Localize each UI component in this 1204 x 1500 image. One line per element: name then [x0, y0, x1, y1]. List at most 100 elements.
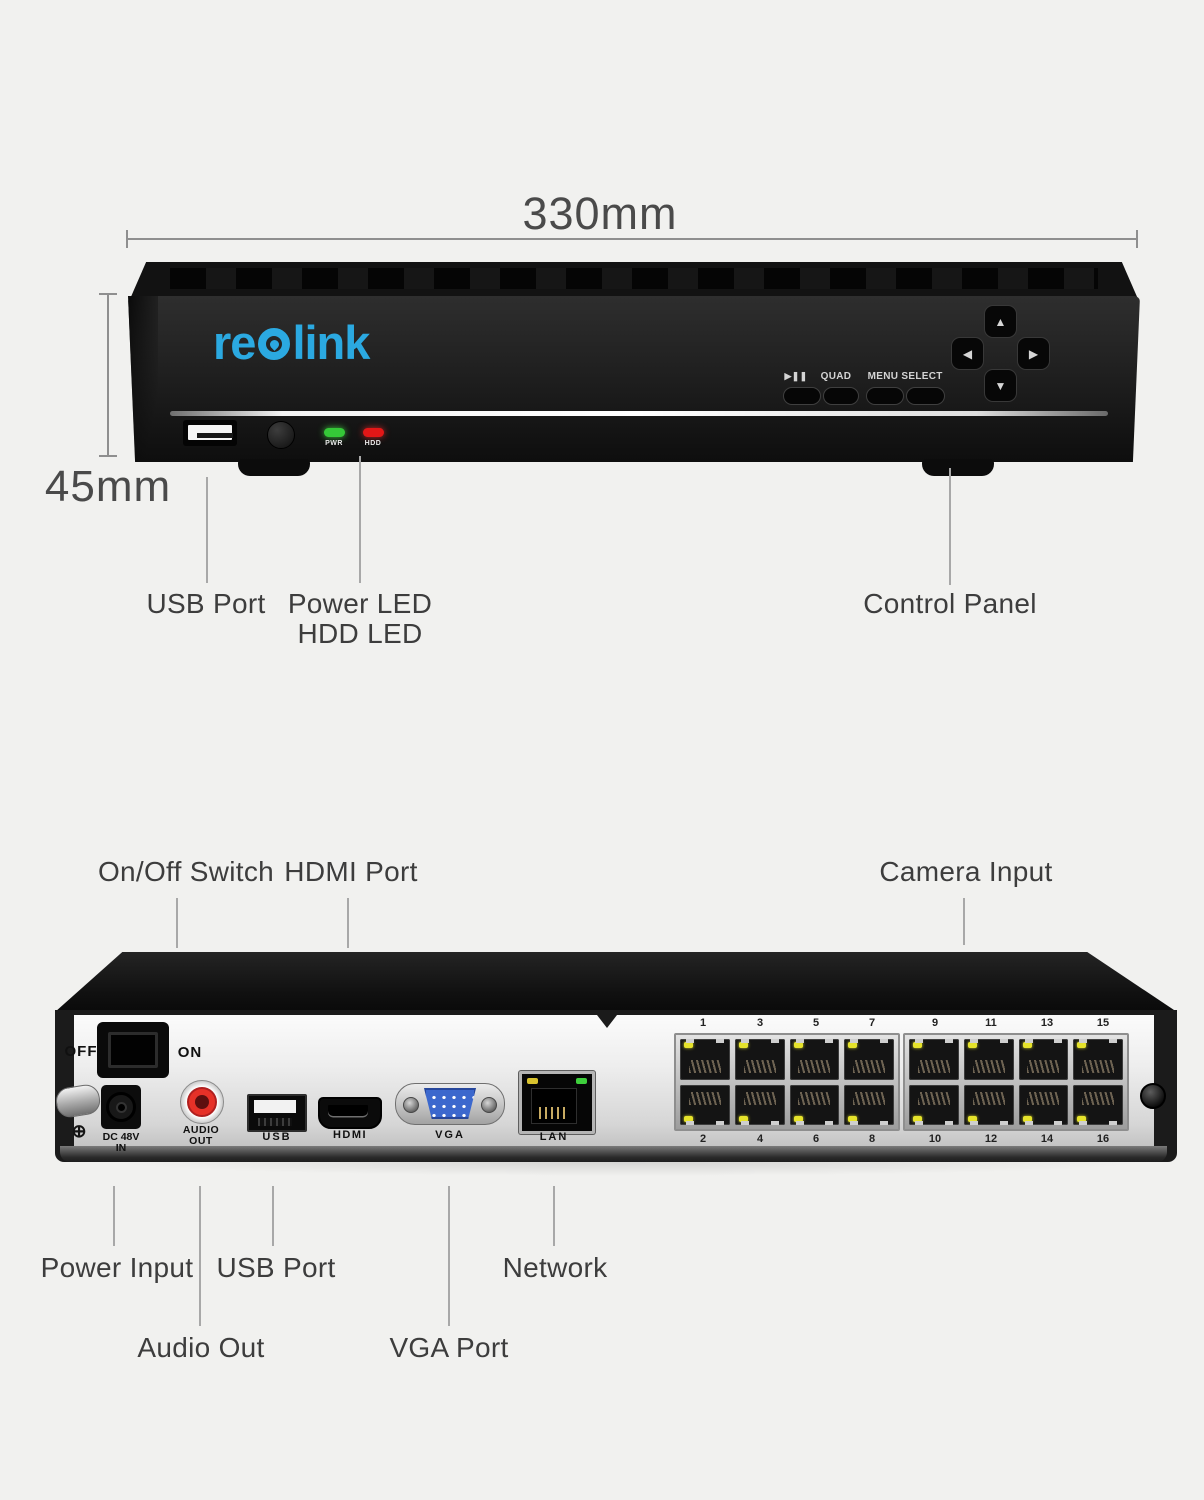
height-dimension-tick-top	[99, 293, 117, 295]
on-off-leader-line	[176, 898, 178, 948]
play-pause-icon: ▶❚❚	[784, 371, 808, 381]
front-usb-tongue	[188, 425, 233, 440]
down-arrow-icon: ▼	[994, 378, 1007, 393]
ground-icon: ⊕	[71, 1121, 87, 1141]
camera-port-15	[1073, 1039, 1123, 1080]
quad-button-label: QUAD	[820, 371, 852, 382]
camera-input-block-2	[903, 1033, 1129, 1131]
camera-port-1	[680, 1039, 730, 1080]
hdmi-leader-line	[347, 898, 349, 948]
logo-text-prefix: re	[213, 315, 256, 369]
left-arrow-icon: ◀	[962, 346, 973, 361]
usb-port-label: USB	[262, 1131, 292, 1143]
control-panel-callout: Control Panel	[863, 588, 1037, 619]
height-dimension-line	[107, 294, 109, 456]
reolink-pin-icon	[258, 328, 291, 360]
hdd-led-label: HDD	[364, 440, 382, 447]
front-usb-port-callout: USB Port	[146, 588, 266, 619]
camera-port-2	[680, 1084, 730, 1125]
select-button-label: SELECT	[901, 371, 943, 382]
camera-input-block-1	[674, 1033, 900, 1131]
off-label: OFF	[64, 1043, 98, 1060]
camera-port-8	[844, 1084, 894, 1125]
vga-leader-line	[448, 1186, 450, 1326]
port-number: 1	[699, 1017, 707, 1029]
camera-input-callout: Camera Input	[879, 856, 1053, 887]
lan-yellow-led	[527, 1078, 538, 1084]
vga-connector	[424, 1088, 476, 1119]
nvr-front-foot-left	[238, 459, 310, 476]
port-number: 4	[756, 1133, 764, 1145]
up-arrow-icon: ▲	[994, 314, 1007, 329]
width-dimension-tick-left	[126, 230, 128, 248]
hdmi-port-label: HDMI	[332, 1129, 368, 1141]
front-silver-stripe	[170, 411, 1108, 416]
network-callout: Network	[502, 1252, 608, 1283]
audio-label-line1: AUDIO	[182, 1124, 220, 1136]
front-usb-port	[183, 420, 237, 446]
lan-port	[519, 1071, 595, 1134]
vga-port-label: VGA	[435, 1129, 465, 1141]
control-panel-leader-line	[949, 468, 951, 585]
port-number: 12	[984, 1133, 998, 1145]
audio-out-leader-line	[199, 1186, 201, 1326]
camera-port-16	[1073, 1084, 1123, 1125]
leds-leader-line	[359, 456, 361, 583]
power-input-leader-line	[113, 1186, 115, 1246]
panel-screw	[1140, 1083, 1166, 1109]
camera-port-13	[1018, 1039, 1069, 1080]
camera-port-6	[789, 1084, 840, 1125]
select-button	[906, 387, 945, 405]
camera-port-10	[909, 1084, 959, 1125]
camera-port-9	[909, 1039, 959, 1080]
front-round-button	[267, 421, 295, 449]
nvr-front-foot-right	[922, 459, 994, 476]
port-number: 2	[699, 1133, 707, 1145]
back-usb-port-callout: USB Port	[216, 1252, 336, 1283]
port-number: 10	[928, 1133, 942, 1145]
nvr-front-top-lid	[130, 262, 1138, 299]
on-off-switch-callout: On/Off Switch	[97, 856, 275, 887]
hdmi-port	[318, 1097, 382, 1129]
camera-port-3	[734, 1039, 785, 1080]
hdd-led-callout: HDD LED	[297, 618, 423, 649]
port-number: 11	[985, 1017, 997, 1029]
camera-port-5	[789, 1039, 840, 1080]
menu-button-label: MENU	[867, 371, 899, 382]
port-number: 9	[931, 1017, 939, 1029]
power-led-callout: Power LED	[287, 588, 433, 619]
hdmi-port-callout: HDMI Port	[284, 856, 418, 887]
nvr-front-face	[128, 296, 1140, 462]
nvr-back-bottom-lip	[60, 1146, 1167, 1162]
right-arrow-icon: ▶	[1028, 346, 1039, 361]
port-number: 16	[1096, 1133, 1110, 1145]
power-led	[324, 428, 345, 437]
vga-port	[395, 1083, 505, 1125]
port-number: 14	[1040, 1133, 1054, 1145]
on-label: ON	[177, 1044, 203, 1061]
camera-port-11	[963, 1039, 1014, 1080]
camera-port-12	[963, 1084, 1014, 1125]
audio-out-rca-jack	[180, 1080, 224, 1124]
menu-button	[866, 387, 904, 405]
hdd-led	[363, 428, 384, 437]
quad-button	[823, 387, 859, 405]
dc-label-line1: DC 48V	[102, 1131, 140, 1143]
audio-label-line2: OUT	[189, 1135, 213, 1147]
audio-out-callout: Audio Out	[137, 1332, 265, 1363]
dc-label-line2: IN	[115, 1142, 127, 1154]
camera-port-14	[1018, 1084, 1069, 1125]
height-dimension-label: 45mm	[44, 462, 172, 511]
network-leader-line	[553, 1186, 555, 1246]
height-dimension-tick-bottom	[99, 455, 117, 457]
logo-text-suffix: link	[292, 315, 370, 369]
port-number: 3	[756, 1017, 764, 1029]
nvr-back-top-lid	[55, 952, 1177, 1012]
port-number: 8	[868, 1133, 876, 1145]
device-shadow	[110, 1162, 1150, 1176]
port-number: 6	[812, 1133, 820, 1145]
dpad-down-button: ▼	[984, 369, 1017, 402]
power-switch	[97, 1022, 169, 1078]
